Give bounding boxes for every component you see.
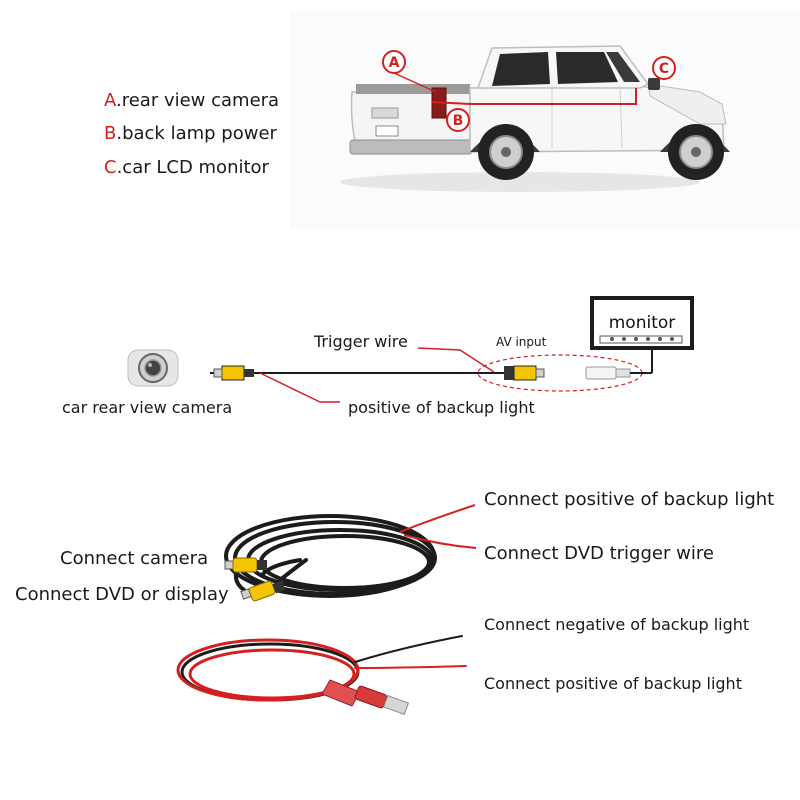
legend-text: .rear view camera — [116, 90, 280, 111]
legend-letter: B — [104, 123, 117, 144]
dc-plug-icon — [321, 679, 410, 716]
legend-text: .car LCD monitor — [116, 157, 269, 178]
callout-letter: A — [389, 55, 400, 71]
rca-connector-display-icon — [240, 580, 286, 602]
callout-c: C — [652, 56, 676, 80]
rca-connector-camera-icon — [224, 557, 267, 573]
camera-label: car rear view camera — [62, 398, 233, 417]
callout-b: B — [446, 108, 470, 132]
trigger-lead — [417, 347, 495, 373]
legend-item-c: C.car LCD monitor — [104, 157, 269, 178]
label-connect-positive-top: Connect positive of backup light — [484, 489, 775, 510]
pickup-truck-illustration — [340, 45, 730, 192]
monitor-icon: monitor — [590, 296, 694, 350]
trigger-label: Trigger wire — [314, 332, 408, 351]
backup-light-label: positive of backup light — [348, 398, 535, 417]
route-line — [431, 88, 637, 105]
coiled-av-cable-icon — [224, 514, 437, 598]
label-connect-negative: Connect negative of backup light — [484, 615, 750, 634]
rca-connector-right-icon — [504, 365, 545, 381]
rca-connector-left-icon — [213, 365, 254, 381]
power-cable-icon — [176, 635, 467, 702]
legend-item-a: A.rear view camera — [104, 90, 279, 111]
legend-letter: A — [104, 90, 116, 111]
camera-icon — [127, 349, 179, 387]
monitor-label: monitor — [609, 313, 676, 333]
label-connect-dvd-display: Connect DVD or display — [15, 584, 229, 605]
label-connect-positive-bottom: Connect positive of backup light — [484, 674, 742, 693]
legend-letter: C — [104, 157, 117, 178]
label-connect-camera: Connect camera — [60, 548, 209, 569]
av-input-label: AV input — [496, 335, 547, 349]
label-connect-dvd-trigger: Connect DVD trigger wire — [484, 543, 714, 564]
legend-item-b: B.back lamp power — [104, 123, 277, 144]
callout-a: A — [382, 50, 437, 93]
callout-letter: C — [659, 61, 669, 77]
backup-light-lead — [259, 372, 340, 403]
legend-text: .back lamp power — [116, 123, 277, 144]
callout-letter: B — [453, 113, 464, 129]
av-plug-icon — [585, 366, 631, 380]
positive-wire-top — [399, 504, 476, 533]
trigger-wire — [403, 534, 477, 549]
